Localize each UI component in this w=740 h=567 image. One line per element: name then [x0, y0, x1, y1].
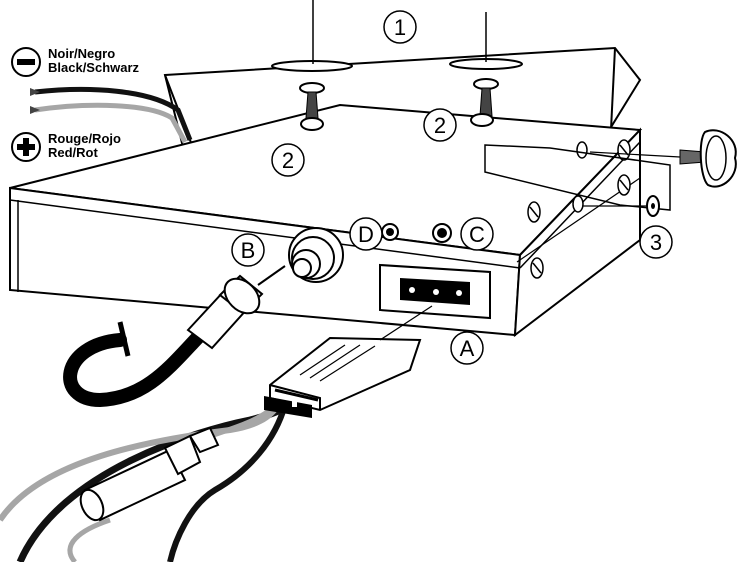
callout-1-label: 1: [394, 15, 406, 40]
antenna-connector: [288, 227, 344, 283]
callout-2-right-label: 2: [434, 113, 446, 138]
jack-c: [432, 223, 452, 243]
negative-wire-legend: Noir/Negro Black/Schwarz: [11, 46, 140, 77]
fuse-tail-grey: [67, 517, 111, 564]
washer: [583, 195, 660, 217]
negative-label-line2: Black/Schwarz: [48, 60, 140, 75]
positive-wire-legend: Rouge/Rojo Red/Rot: [11, 131, 121, 162]
bracket-slot-left: [271, 60, 353, 72]
fuse-holder: [79, 426, 220, 522]
callout-d: D: [349, 217, 383, 251]
positive-label-line1: Rouge/Rojo: [48, 131, 121, 146]
callout-b: B: [231, 233, 265, 267]
negative-label-line1: Noir/Negro: [48, 46, 115, 61]
callout-2-right: 2: [423, 108, 457, 142]
callout-1: 1: [383, 10, 417, 44]
power-plug: [264, 336, 422, 418]
plus-icon-v: [23, 138, 29, 156]
callout-b-label: B: [241, 238, 256, 263]
black-lead-wire: [34, 86, 193, 141]
fuse-lead-black: [167, 404, 288, 563]
callout-2-left: 2: [271, 143, 305, 177]
callout-2-left-label: 2: [282, 148, 294, 173]
positive-label-line2: Red/Rot: [48, 145, 99, 160]
antenna-plug: [186, 265, 286, 350]
callout-a: A: [450, 331, 484, 365]
mounting-knob: [589, 129, 737, 188]
minus-icon: [17, 59, 35, 65]
grey-lead-wire: [34, 102, 188, 144]
power-socket: [379, 263, 491, 320]
callout-c: C: [460, 217, 494, 251]
callout-d-label: D: [358, 222, 374, 247]
callout-c-label: C: [469, 222, 485, 247]
jack-d: [381, 223, 399, 241]
wire-legend: Noir/Negro Black/Schwarz Rouge/Rojo Red/…: [11, 46, 193, 162]
callout-3-label: 3: [650, 230, 662, 255]
grey-power-cable: [0, 403, 281, 522]
antenna-cable: [63, 265, 286, 408]
callout-3: 3: [639, 225, 673, 259]
screw-right: [470, 78, 499, 127]
callout-a-label: A: [460, 336, 475, 361]
side-screws: [527, 139, 631, 279]
screw-left: [299, 82, 325, 131]
